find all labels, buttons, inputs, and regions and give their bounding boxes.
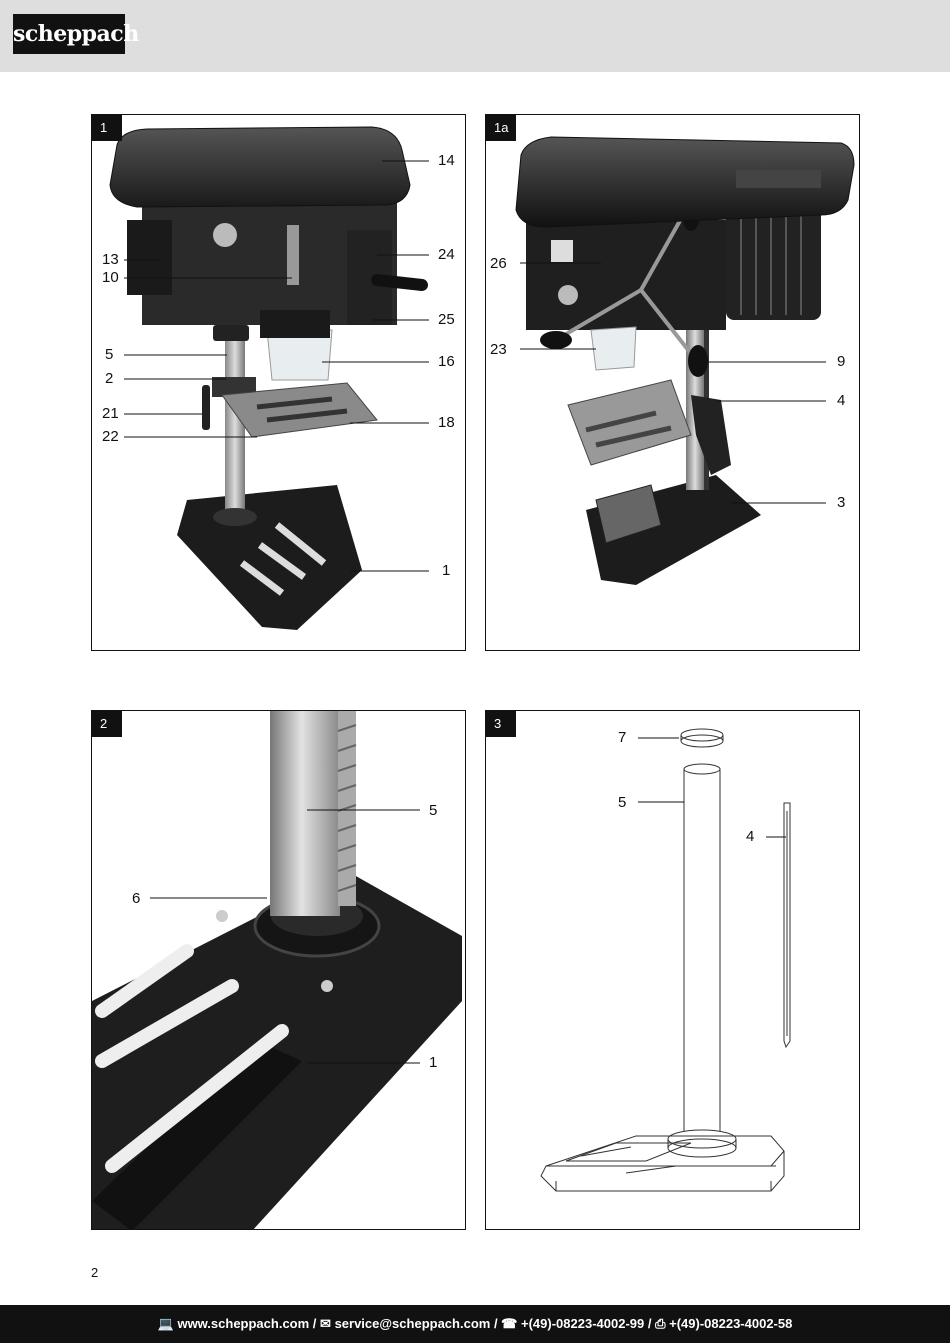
figure-panel-2: 2 5 6 1 [91, 710, 466, 1230]
callout-label: 7 [618, 729, 627, 746]
assembly-line-drawing [540, 728, 791, 1192]
drill-press-side-illustration [515, 136, 855, 585]
callout-label: 2 [105, 370, 114, 387]
callout-label: 4 [837, 392, 846, 409]
footer-bar: 💻 www.scheppach.com / ✉ service@scheppac… [0, 1305, 950, 1343]
footer-email[interactable]: service@scheppach.com [334, 1316, 491, 1331]
footer-separator: / [309, 1316, 321, 1331]
footer-separator: / [644, 1316, 656, 1331]
figure-tag: 1 [92, 115, 122, 141]
callout-label: 13 [102, 251, 119, 268]
callout-label: 4 [746, 828, 755, 845]
callout-label: 23 [490, 341, 507, 358]
fax-icon: ⎙ [655, 1316, 666, 1331]
figure-tag: 1a [486, 115, 517, 141]
footer-website[interactable]: www.scheppach.com [177, 1316, 310, 1331]
footer-fax: +(49)-08223-4002-58 [669, 1316, 793, 1331]
callout-label: 14 [438, 152, 455, 169]
callout-label: 5 [618, 794, 627, 811]
telephone-icon: ☎ [501, 1316, 518, 1331]
callout-label: 25 [438, 311, 455, 328]
computer-icon: 💻 [157, 1316, 174, 1331]
callout-label: 3 [837, 494, 846, 511]
callout-label: 1 [442, 562, 451, 579]
figure-panel-1a: 1a 26 23 9 4 3 [485, 114, 860, 651]
callout-label: 1 [429, 1054, 438, 1071]
callout-label: 5 [105, 346, 114, 363]
callout-label: 26 [490, 255, 507, 272]
callout-label: 10 [102, 269, 119, 286]
page-number: 2 [91, 1265, 99, 1280]
figure-panel-3: 3 7 5 4 [485, 710, 860, 1230]
callout-label: 5 [429, 802, 438, 819]
header-bar: scheppach [0, 0, 950, 72]
figure-tag: 3 [486, 711, 516, 737]
drill-press-front-illustration [109, 126, 428, 630]
callout-label: 6 [132, 890, 141, 907]
figure-tag: 2 [92, 711, 122, 737]
callout-label: 22 [102, 428, 119, 445]
callout-label: 24 [438, 246, 455, 263]
callout-label: 21 [102, 405, 119, 422]
callout-label: 18 [438, 414, 455, 431]
callout-label: 16 [438, 353, 455, 370]
column-base-closeup-illustration [92, 711, 462, 1229]
footer-separator: / [490, 1316, 502, 1331]
figure-panel-1: 1 14 13 10 24 25 5 16 2 21 18 22 1 [91, 114, 466, 651]
callout-label: 9 [837, 353, 846, 370]
envelope-icon: ✉ [320, 1316, 331, 1331]
brand-logo: scheppach [13, 14, 139, 54]
footer-phone[interactable]: +(49)-08223-4002-99 [521, 1316, 645, 1331]
